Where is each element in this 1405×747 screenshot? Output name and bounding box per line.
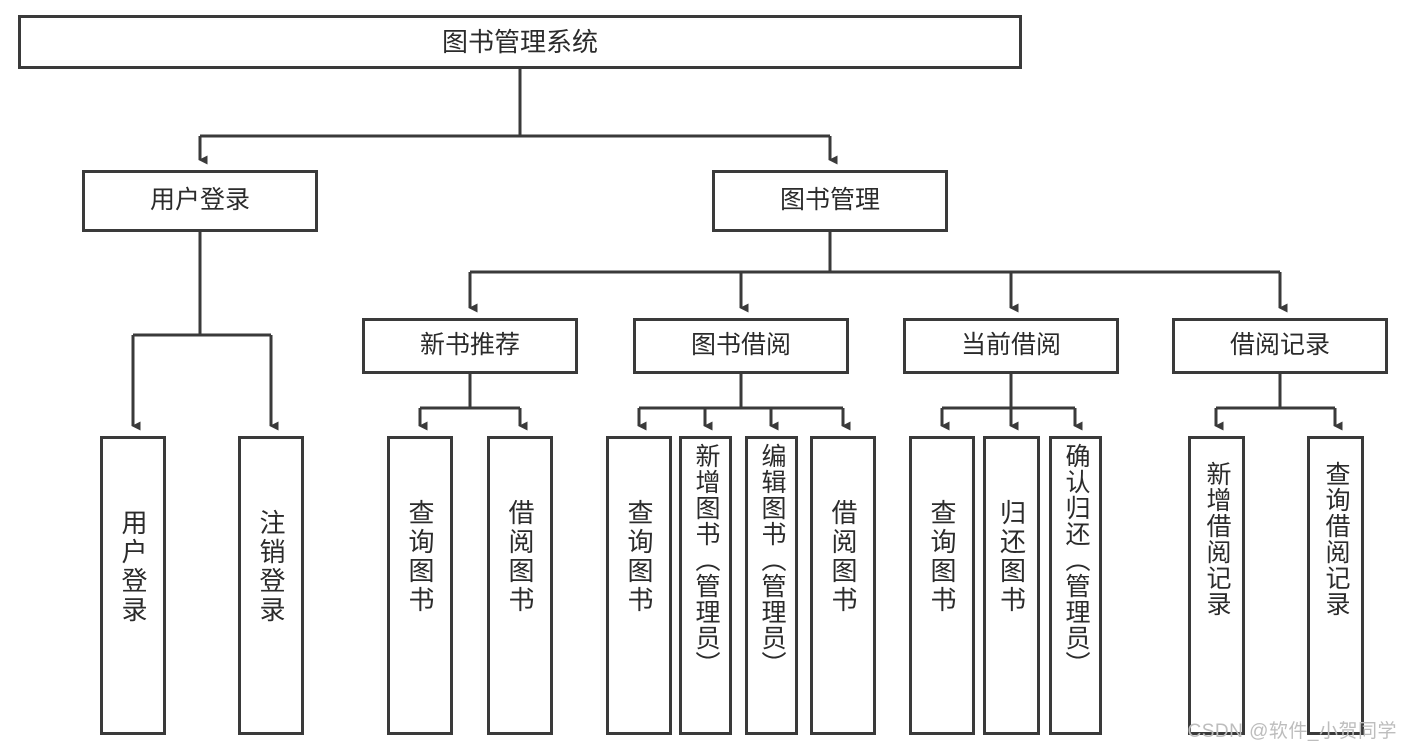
node-leaf-borrow-book[interactable]: 借阅图书 [810,436,876,735]
csdn-watermark: CSDN @软件_小贺同学 [1187,721,1397,742]
node-leaf-logout-label: 注销登录 [256,509,286,625]
node-borrow-record-label: 借阅记录 [1229,331,1330,360]
node-leaf-add-record-label: 新增借阅记录 [1203,461,1231,617]
node-root[interactable]: 图书管理系统 [18,15,1022,69]
node-leaf-add-record[interactable]: 新增借阅记录 [1188,436,1245,735]
node-leaf-query-book-rec-label: 查询图书 [405,499,435,615]
node-book-manage-label: 图书管理 [779,186,880,215]
node-leaf-query-book-borrow-label: 查询图书 [624,499,654,615]
node-leaf-confirm-return-label: 确认归还（管理员） [1062,443,1090,677]
node-leaf-edit-book-label: 编辑图书（管理员） [758,443,786,677]
node-leaf-confirm-return[interactable]: 确认归还（管理员） [1049,436,1102,735]
node-leaf-edit-book[interactable]: 编辑图书（管理员） [745,436,798,735]
node-leaf-borrow-book-label: 借阅图书 [828,499,858,615]
node-leaf-borrow-book-rec[interactable]: 借阅图书 [487,436,553,735]
node-leaf-query-record-label: 查询借阅记录 [1322,461,1350,617]
node-leaf-query-book-cur-label: 查询图书 [927,499,957,615]
node-leaf-query-book-borrow[interactable]: 查询图书 [606,436,672,735]
node-book-borrow-label: 图书借阅 [690,331,791,360]
node-new-book-recommend-label: 新书推荐 [419,331,520,360]
node-book-borrow[interactable]: 图书借阅 [633,318,849,374]
node-leaf-query-record[interactable]: 查询借阅记录 [1307,436,1364,735]
node-leaf-return-book[interactable]: 归还图书 [983,436,1040,735]
node-leaf-query-book-cur[interactable]: 查询图书 [909,436,975,735]
node-leaf-query-book-rec[interactable]: 查询图书 [387,436,453,735]
node-leaf-add-book-label: 新增图书（管理员） [692,443,720,677]
node-current-borrow[interactable]: 当前借阅 [903,318,1119,374]
node-current-borrow-label: 当前借阅 [960,331,1061,360]
node-leaf-return-book-label: 归还图书 [996,499,1027,615]
node-user-login[interactable]: 用户登录 [82,170,318,232]
node-leaf-borrow-book-rec-label: 借阅图书 [505,499,535,615]
node-leaf-add-book[interactable]: 新增图书（管理员） [679,436,732,735]
node-new-book-recommend[interactable]: 新书推荐 [362,318,578,374]
node-leaf-user-login[interactable]: 用户登录 [100,436,166,735]
node-user-login-label: 用户登录 [149,186,250,215]
node-book-manage[interactable]: 图书管理 [712,170,948,232]
node-leaf-user-login-label: 用户登录 [118,509,148,625]
node-leaf-logout[interactable]: 注销登录 [238,436,304,735]
node-borrow-record[interactable]: 借阅记录 [1172,318,1388,374]
node-root-label: 图书管理系统 [441,26,598,57]
